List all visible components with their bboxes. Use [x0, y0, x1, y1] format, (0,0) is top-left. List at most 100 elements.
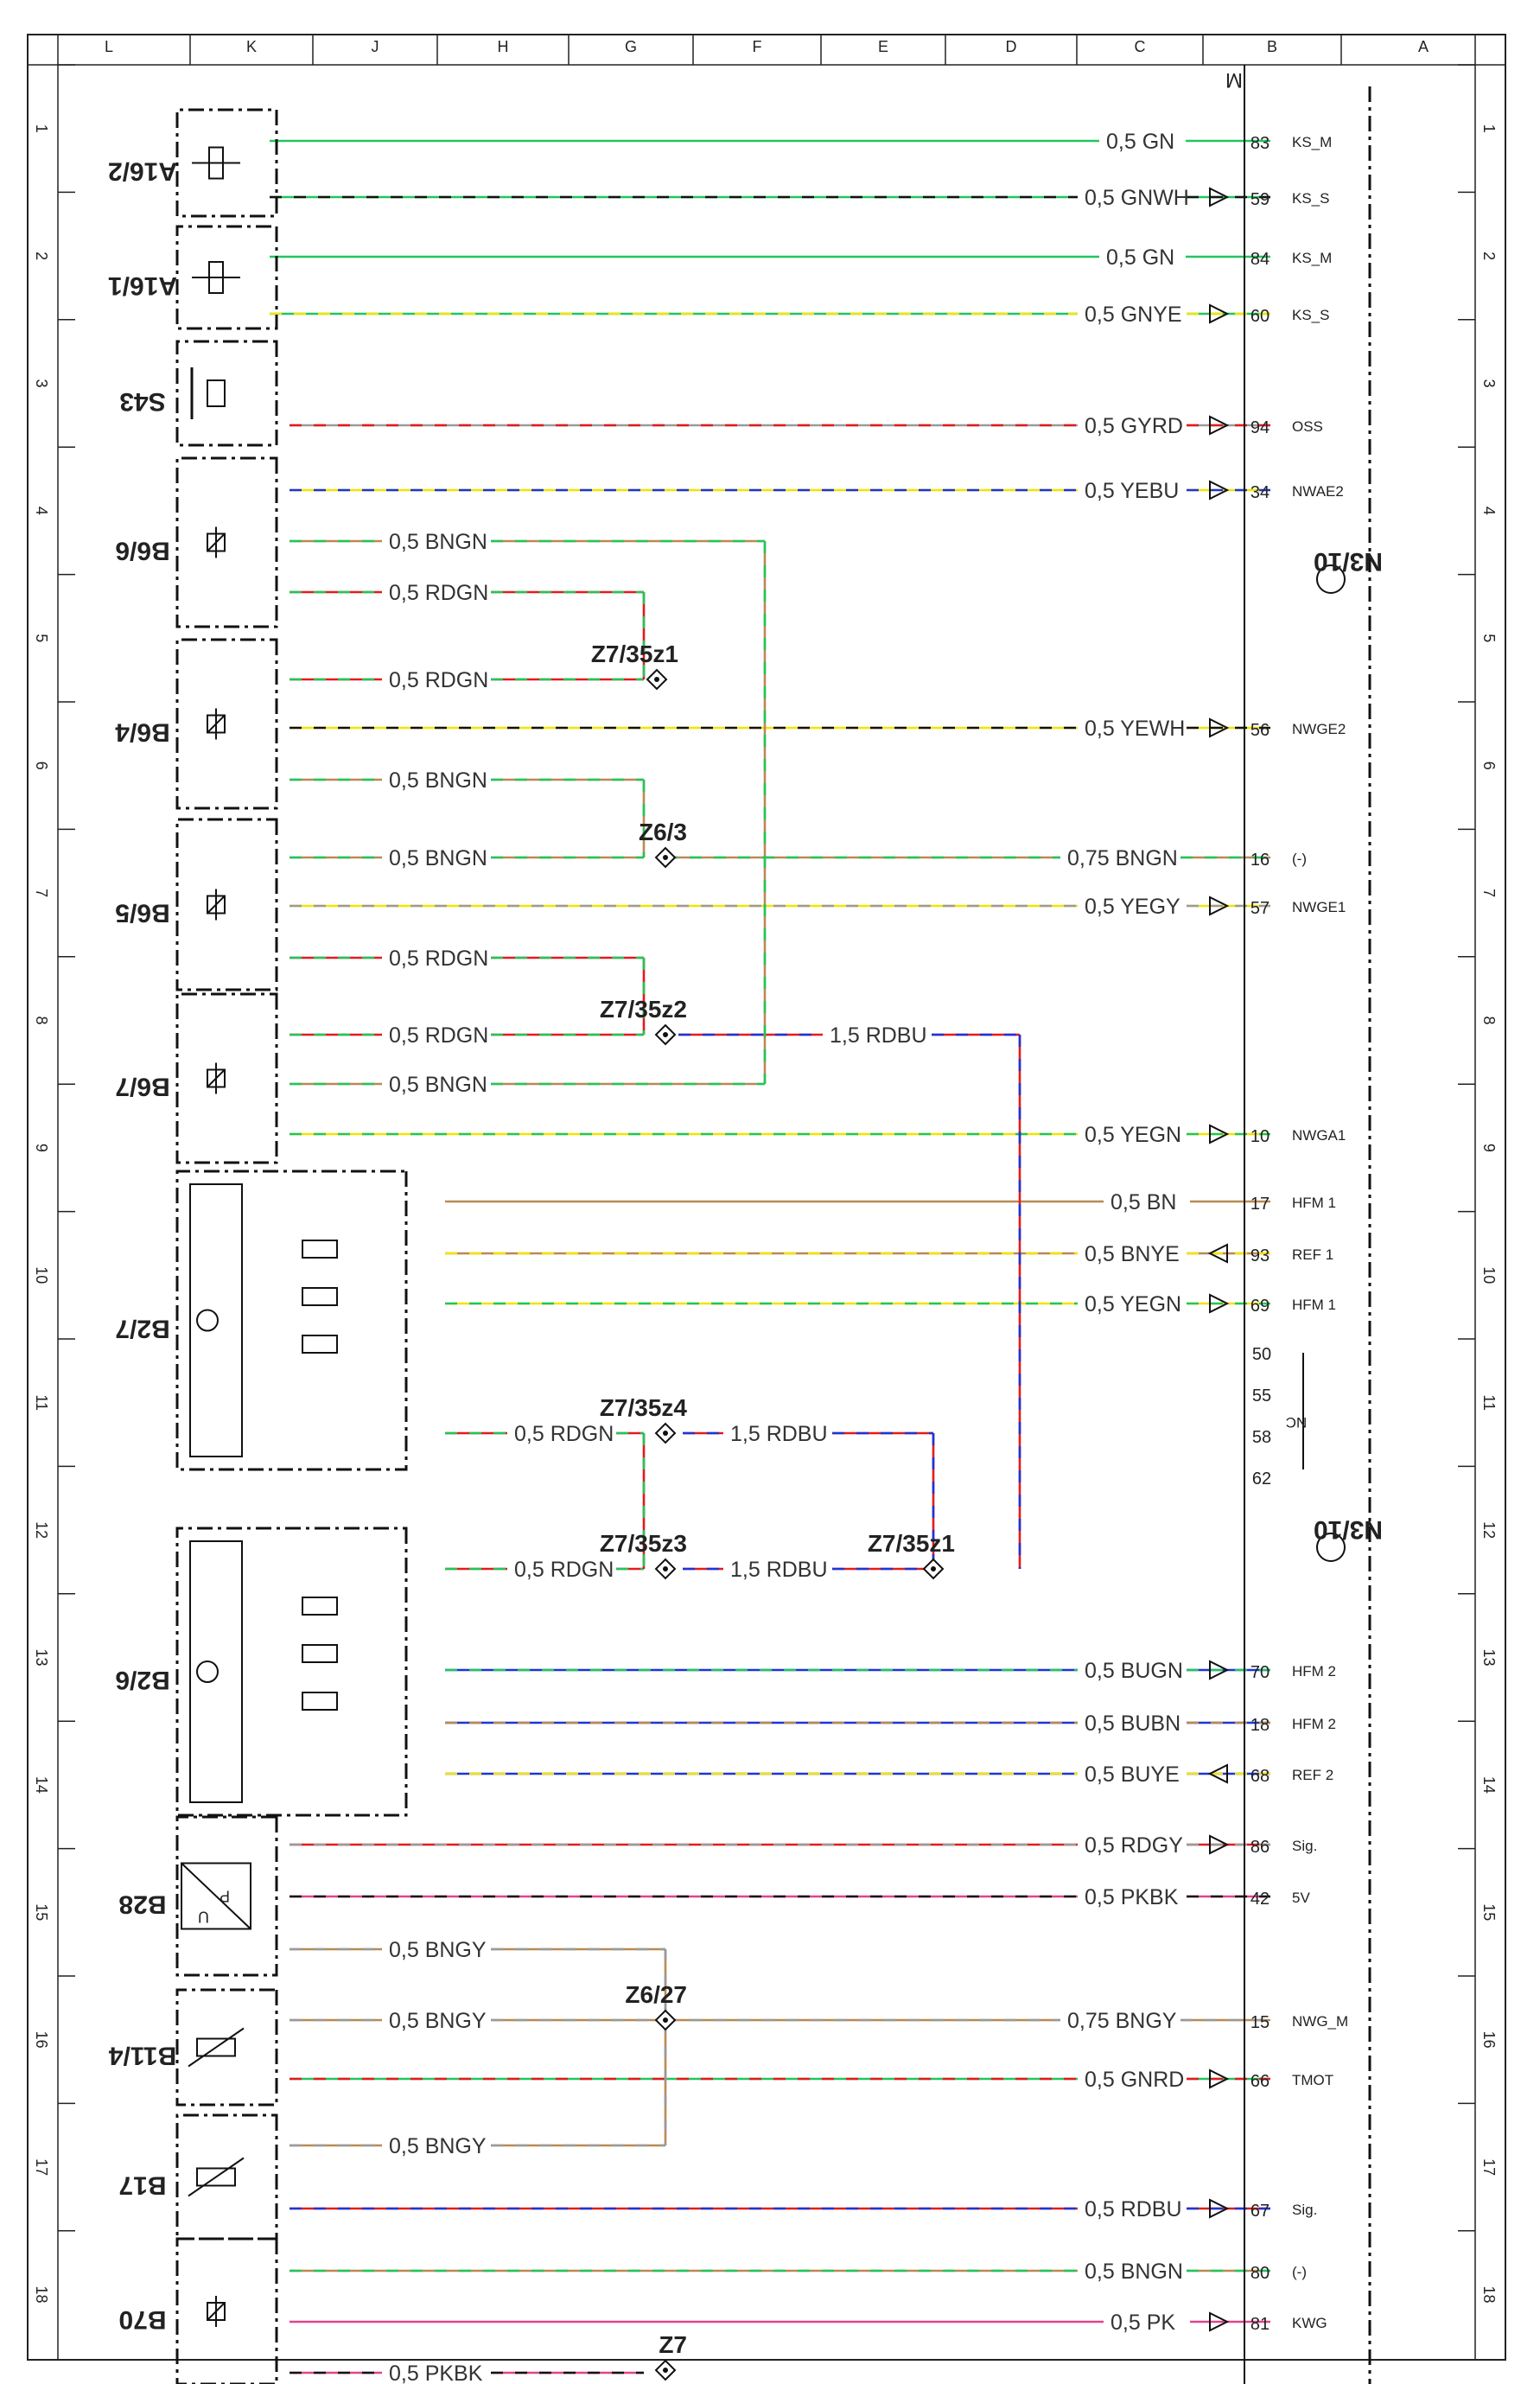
wire-label: 0,5 BNGN: [389, 1073, 487, 1097]
signal-arrow: [1209, 187, 1230, 207]
component-label: B6/5: [115, 899, 169, 927]
hfm-resistor-icon: [302, 1240, 338, 1259]
nc-pin-number: 62: [1252, 1469, 1271, 1488]
wire-label: 0,5 RDBU: [1085, 2197, 1182, 2221]
hfm-resistor-icon: [302, 1335, 338, 1354]
row-label: 15: [1480, 1903, 1498, 1921]
ecu-signal-name: KWG: [1292, 2315, 1327, 2331]
signal-arrow: [1209, 2311, 1230, 2332]
row-label: 14: [33, 1776, 50, 1794]
temp-sensor-icon: [196, 2167, 236, 2187]
ecu-pin-number: 94: [1250, 418, 1270, 437]
row-label: 8: [33, 1016, 50, 1024]
wire-label: 0,5 BNGY: [389, 2009, 487, 2033]
ecu-signal-name: HFM 2: [1292, 1716, 1336, 1732]
ecu-pin-number: 68: [1250, 1767, 1270, 1786]
wire-label: 0,75 BNGN: [1067, 846, 1178, 870]
component-label: B2/6: [115, 1666, 169, 1694]
component-label: B28: [118, 1890, 166, 1919]
row-label: 7: [1480, 889, 1498, 897]
row-label: 17: [33, 2158, 50, 2176]
wire-label: 0,5 GYRD: [1085, 414, 1183, 438]
ecu-pin-number: 69: [1250, 1297, 1270, 1316]
component-label: B17: [118, 2171, 166, 2200]
wire-label: 0,5 RDGN: [514, 1558, 614, 1582]
signal-arrow: [1207, 1763, 1228, 1784]
row-label: 10: [33, 1266, 50, 1284]
splice-dot: [663, 2368, 668, 2373]
wire-label: 0,5 BNGN: [389, 846, 487, 870]
hfm-sensor-body: [189, 1183, 243, 1457]
row-label: 6: [33, 762, 50, 770]
splice-dot: [663, 2017, 668, 2023]
splices-layer: [646, 668, 945, 2381]
ecu-pin-number: 70: [1250, 1663, 1270, 1682]
wire-label: 0,5 RDGN: [389, 1023, 488, 1048]
component-label: B6/7: [115, 1073, 169, 1101]
component-box: [175, 1527, 408, 1817]
splice-label: Z7/35z1: [868, 1530, 955, 1557]
nc-label: NC: [1286, 1414, 1308, 1431]
ecu-symbol-icon: [1316, 564, 1346, 594]
wire-label: 0,5 YEGY: [1085, 895, 1180, 919]
ecu-pin-number: 60: [1250, 307, 1270, 326]
ecu-signal-name: HFM 2: [1292, 1663, 1336, 1680]
column-label: J: [372, 38, 379, 55]
ecu-signal-name: Sig.: [1292, 1838, 1317, 1854]
component-box: [175, 1988, 278, 2107]
component-label: B2/7: [115, 1315, 169, 1343]
ecu-pin-number: 56: [1250, 721, 1270, 740]
ecu-pin-number: 17: [1250, 1195, 1270, 1214]
ecu-pin-number: 16: [1250, 851, 1270, 870]
component-box: [175, 1170, 408, 1471]
wire-label: 1,5 RDBU: [730, 1558, 828, 1582]
row-label: 16: [1480, 2031, 1498, 2049]
component-label: B6/4: [115, 718, 170, 747]
component-label: A16/2: [108, 157, 177, 186]
pressure-glyph: P: [220, 1888, 230, 1905]
wire-label: 0,5 BNGY: [389, 1938, 487, 1962]
signal-arrow: [1209, 2198, 1230, 2219]
signal-arrow: [1207, 1243, 1228, 1264]
component-label: B11/4: [108, 2042, 176, 2070]
ecu-pin-number: 83: [1250, 134, 1270, 153]
wire-label: 0,5 BUBN: [1085, 1712, 1180, 1736]
row-label: 17: [1480, 2158, 1498, 2176]
hall-sensor-icon: [207, 2302, 226, 2321]
nc-pin-number: 50: [1252, 1345, 1271, 1364]
pressure-glyph: U: [198, 1909, 209, 1926]
ecu-signal-name: KS_M: [1292, 134, 1332, 150]
wire-label: 0,5 BN: [1110, 1190, 1176, 1214]
ecu-signal-name: (-): [1292, 2264, 1307, 2280]
wire-label: 0,5 PKBK: [389, 2362, 483, 2384]
row-label: 4: [33, 507, 50, 515]
splice-dot: [663, 1566, 668, 1571]
ecu-signal-name: NWG_M: [1292, 2013, 1348, 2030]
component-label: S43: [119, 387, 165, 416]
ecu-signal-name: HFM 1: [1292, 1297, 1336, 1313]
wire-label: 0,5 PKBK: [1085, 1885, 1179, 1909]
pressure-sensor-icon: [181, 1862, 251, 1930]
ecu-signal-name: KS_M: [1292, 250, 1332, 266]
ecu-signal-name: Sig.: [1292, 2202, 1317, 2218]
row-label: 12: [1480, 1521, 1498, 1539]
column-label: K: [246, 38, 257, 55]
component-label: A16/1: [108, 271, 177, 300]
row-label: 2: [33, 252, 50, 260]
column-label: G: [625, 38, 637, 55]
component-box: [175, 2113, 278, 2241]
controller-layer: [1244, 65, 1371, 2384]
splice-label: Z7/35z4: [600, 1394, 688, 1421]
hall-sensor-icon: [207, 714, 226, 734]
signal-arrow: [1209, 1293, 1230, 1314]
wire-label: 0,5 BNGN: [389, 530, 487, 554]
signal-arrow: [1209, 717, 1230, 738]
diagram-frame: 1122334455667788991010111112121313141415…: [27, 34, 1506, 2361]
nc-pin-number: 58: [1252, 1428, 1271, 1447]
wire-label: 0,5 BUYE: [1085, 1763, 1180, 1787]
ecu-signal-name: KS_S: [1292, 190, 1329, 207]
wire-label: 0,5 BNGY: [389, 2134, 487, 2158]
ecu-pin-number: 10: [1250, 1127, 1270, 1146]
ecu-signal-name: KS_S: [1292, 307, 1329, 323]
